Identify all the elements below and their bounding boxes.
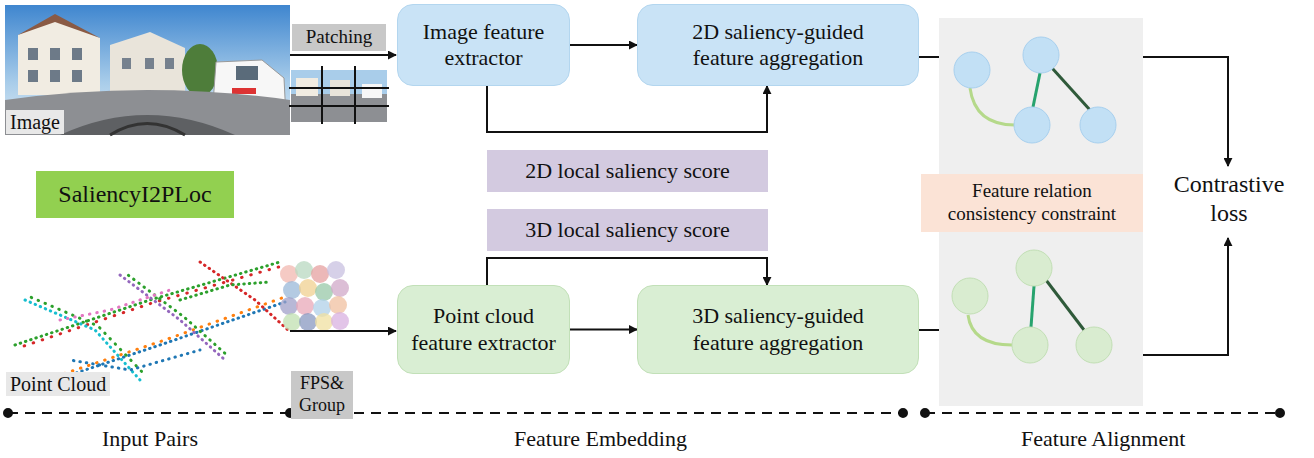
- text-wrap: Image feature extractor: [404, 19, 564, 72]
- text-wrap: Patching: [306, 26, 373, 49]
- node-text: FPS& Group: [294, 373, 350, 416]
- patch-thumbnail: [289, 66, 389, 124]
- score-band: 3D local saliency score: [487, 209, 768, 251]
- node-text: Image feature extractor: [404, 19, 564, 72]
- node-text: Point cloud feature extractor: [404, 303, 564, 356]
- stage-label: Feature Alignment: [1021, 426, 1185, 452]
- stage-label: Input Pairs: [102, 426, 198, 452]
- method-badge: SaliencyI2PLoc: [36, 171, 234, 218]
- process-box: 3D saliency-guided feature aggregation: [637, 285, 919, 374]
- process-box: Image feature extractor: [397, 4, 570, 86]
- fps-group-icon: [280, 261, 349, 331]
- connector: [570, 44, 637, 46]
- step-tag: Patching: [292, 24, 386, 51]
- connector: [570, 329, 637, 331]
- text-wrap: 3D local saliency score: [525, 217, 730, 243]
- stage-label: Feature Embedding: [514, 426, 687, 452]
- loss-label: Contrastive loss: [1168, 170, 1290, 228]
- text-wrap: SaliencyI2PLoc: [58, 180, 211, 209]
- node-text: 3D local saliency score: [525, 217, 730, 243]
- score-band: 2D local saliency score: [487, 150, 768, 192]
- constraint-tag: Feature relation consistency constraint: [921, 174, 1143, 232]
- node-text: 2D local saliency score: [525, 158, 730, 184]
- text-wrap: 2D local saliency score: [525, 158, 730, 184]
- node-text: Feature relation consistency constraint: [932, 180, 1132, 226]
- panorama-image: [5, 5, 290, 135]
- image-label: Image: [6, 110, 64, 134]
- text-wrap: FPS& Group: [294, 373, 350, 416]
- process-box: Point cloud feature extractor: [397, 285, 570, 374]
- text-wrap: Point cloud feature extractor: [404, 303, 564, 356]
- node-text: 3D saliency-guided feature aggregation: [671, 303, 886, 356]
- connector: [487, 86, 767, 132]
- connector: [487, 258, 767, 285]
- input-arrows: [290, 55, 396, 331]
- node-text: 2D saliency-guided feature aggregation: [671, 19, 886, 72]
- process-box: 2D saliency-guided feature aggregation: [637, 4, 919, 86]
- point-cloud-label: Point Cloud: [6, 372, 110, 396]
- timeline: [4, 409, 1284, 417]
- text-wrap: Feature relation consistency constraint: [932, 180, 1132, 226]
- alignment-lines: [919, 57, 1228, 355]
- node-text: Patching: [306, 26, 373, 49]
- point-cloud: [15, 262, 288, 385]
- text-wrap: 2D saliency-guided feature aggregation: [671, 19, 886, 72]
- step-tag: FPS& Group: [291, 371, 353, 419]
- text-wrap: 3D saliency-guided feature aggregation: [671, 303, 886, 356]
- node-text: SaliencyI2PLoc: [58, 180, 211, 209]
